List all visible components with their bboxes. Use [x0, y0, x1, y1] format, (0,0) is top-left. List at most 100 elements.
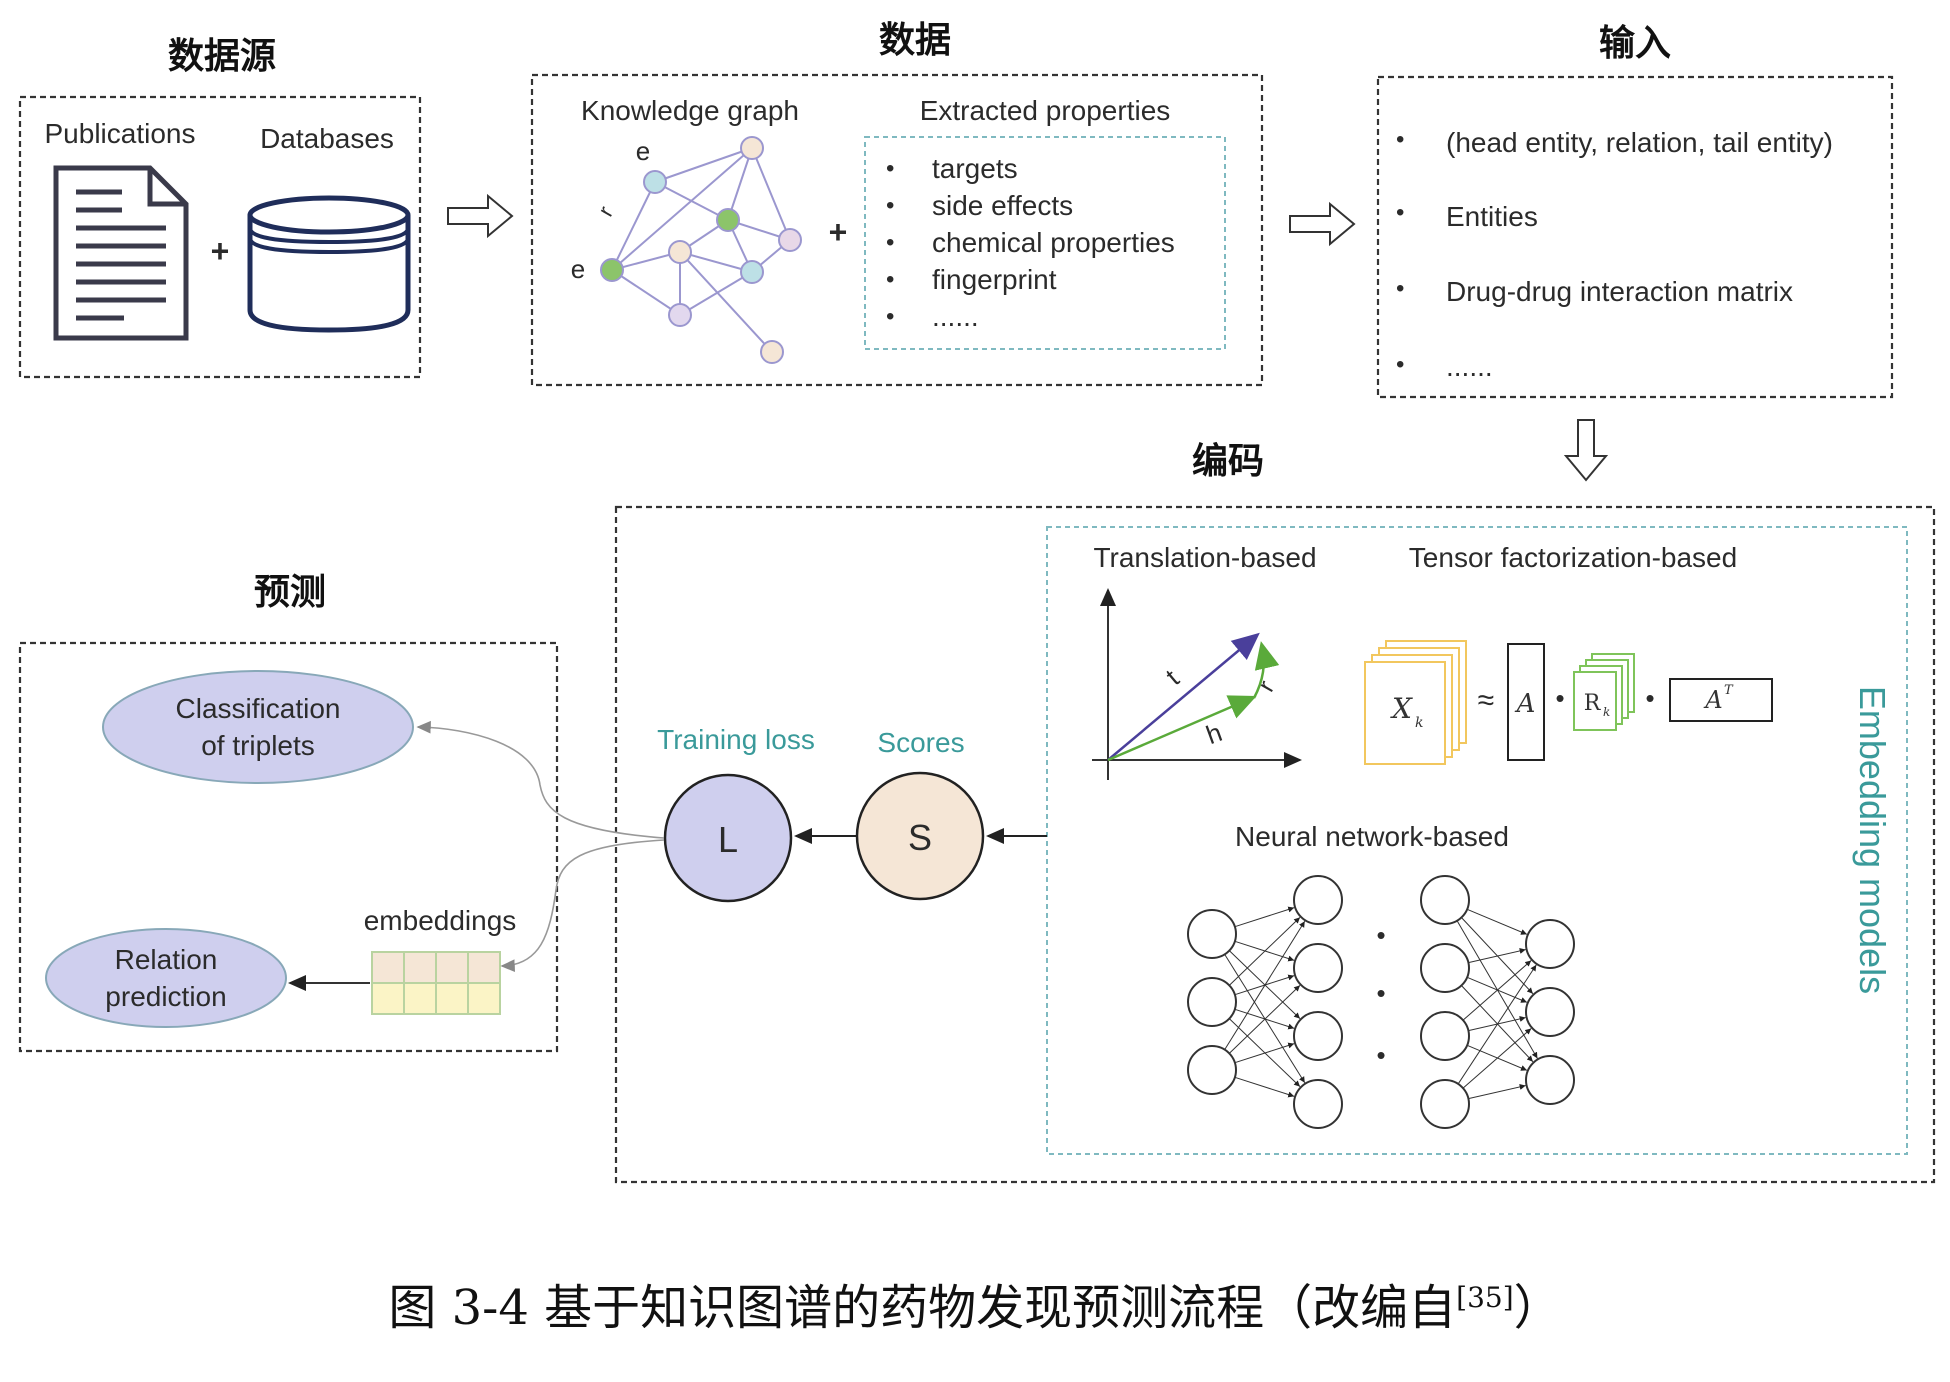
graph-node: [600, 258, 624, 282]
nn-neuron: [1293, 943, 1343, 993]
bullet: •: [1396, 275, 1404, 302]
graph-node: [668, 303, 692, 327]
nn-connection: [1228, 984, 1301, 1054]
nn-connection: [1234, 1042, 1295, 1064]
embeddings-label: embeddings: [364, 905, 517, 936]
flow-arrow-down: [1563, 419, 1609, 482]
graph-node: [740, 260, 764, 284]
nn-connection: [1228, 916, 1301, 986]
nn-neuron: [1187, 977, 1237, 1027]
tensor-factorization: X k ≈ A • R k • A T: [1364, 640, 1773, 765]
relation-label-line2: prediction: [105, 981, 226, 1012]
extracted-properties-title: Extracted properties: [920, 95, 1171, 126]
tensor-based-title: Tensor factorization-based: [1409, 542, 1737, 573]
knowledge-graph-label: Knowledge graph: [581, 95, 799, 126]
nn-neuron: [1420, 943, 1470, 993]
nn-connection: [1457, 964, 1537, 1085]
list-item: targets: [932, 153, 1018, 184]
nn-connection: [1234, 1076, 1295, 1098]
loss-to-embeddings-connector: [500, 839, 665, 973]
figure-caption: 图 3-4 基于知识图谱的药物发现预测流程（改编自[35]）: [0, 1268, 1950, 1338]
approx-sign: ≈: [1478, 684, 1494, 717]
nn-connection: [1234, 906, 1295, 928]
bullet: •: [886, 155, 894, 182]
list-item: chemical properties: [932, 227, 1175, 258]
nn-neuron: [1525, 1055, 1575, 1105]
vector-h-label: h: [1202, 717, 1226, 750]
heading-prediction: 预测: [254, 572, 326, 613]
database-icon: [247, 195, 411, 333]
input-item: Entities: [1446, 201, 1538, 232]
databases-label: Databases: [260, 123, 394, 154]
heading-encoding: 编码: [1192, 441, 1264, 482]
bullet: •: [1396, 126, 1404, 153]
knowledge-graph: [600, 136, 802, 364]
encoding-panel: Training loss Scores L S Embedding model…: [614, 505, 1936, 1184]
scores-node-label: S: [908, 817, 932, 858]
nn-connection: [1462, 1028, 1532, 1089]
caption-reference: [35]: [1456, 1281, 1514, 1314]
list-item: side effects: [932, 190, 1073, 221]
training-loss-label: Training loss: [657, 724, 815, 755]
graph-node: [778, 228, 802, 252]
vector-t: [1107, 632, 1260, 761]
nn-neuron: [1293, 1079, 1343, 1129]
nn-neuron: [1525, 919, 1575, 969]
relation-label-line1: Relation: [115, 944, 218, 975]
embeddings-grid: [371, 951, 501, 1015]
caption-closing: ）: [1513, 1280, 1562, 1336]
heading-data: 数据: [879, 20, 951, 61]
bullet: •: [1396, 199, 1404, 226]
classification-label-line1: Classification: [176, 693, 341, 724]
loss-to-classification-connector: [416, 720, 665, 839]
flow-arrow-2: [1289, 201, 1356, 247]
heading-input: 输入: [1599, 23, 1671, 64]
flow-arrow-1: [447, 193, 514, 239]
list-item: ......: [932, 301, 979, 332]
bullet: •: [886, 192, 894, 219]
tensor-r-subscript: k: [1603, 705, 1610, 719]
publications-label: Publications: [45, 118, 196, 149]
embedding-models-box: [1046, 526, 1908, 1155]
graph-node: [643, 170, 667, 194]
nn-ellipsis-dot: •: [1376, 978, 1385, 1008]
document-icon: [53, 165, 189, 341]
plus-sign: +: [829, 214, 848, 250]
caption-text: 图 3-4 基于知识图谱的药物发现预测流程（改编自: [388, 1280, 1457, 1336]
matrix-at-superscript: T: [1724, 683, 1734, 698]
bullet: •: [886, 266, 894, 293]
nn-neuron: [1420, 1079, 1470, 1129]
bullet: •: [1396, 351, 1404, 378]
list-item: fingerprint: [932, 264, 1057, 295]
tensor-x-subscript: k: [1415, 715, 1423, 731]
classification-node: [102, 670, 414, 784]
nn-connection: [1224, 920, 1306, 1050]
nn-neuron: [1293, 1011, 1343, 1061]
data-panel: Knowledge graph: [530, 73, 1264, 387]
graph-node: [716, 208, 740, 232]
vector-h: [1107, 695, 1257, 762]
scores-node: [855, 771, 985, 901]
loss-node: [663, 773, 793, 903]
relation-prediction-node: [45, 928, 287, 1028]
classification-label-line2: of triplets: [201, 730, 315, 761]
translation-based-title: Translation-based: [1093, 542, 1316, 573]
nn-connection: [1468, 947, 1526, 964]
nn-ellipsis-dot: •: [1376, 1040, 1385, 1070]
graph-node: [760, 340, 784, 364]
nn-neuron: [1420, 875, 1470, 925]
input-item: (head entity, relation, tail entity): [1446, 127, 1833, 158]
prediction-panel: Classification of triplets Relation pred…: [18, 641, 559, 1053]
embedding-models-label: Embedding models: [1852, 686, 1893, 994]
vector-t-label: t: [1160, 663, 1185, 691]
nn-neuron: [1525, 987, 1575, 1037]
nn-neuron: [1293, 875, 1343, 925]
node-label-e: e: [571, 254, 585, 284]
edge-label-r: r: [593, 202, 618, 221]
data-source-panel: Publications Databases +: [18, 95, 422, 379]
dot-operator: •: [1645, 683, 1654, 713]
matrix-at-label: A: [1703, 686, 1722, 714]
node-label-e: e: [636, 136, 650, 166]
dot-operator: •: [1555, 683, 1564, 713]
neural-network: •••: [1187, 875, 1575, 1129]
